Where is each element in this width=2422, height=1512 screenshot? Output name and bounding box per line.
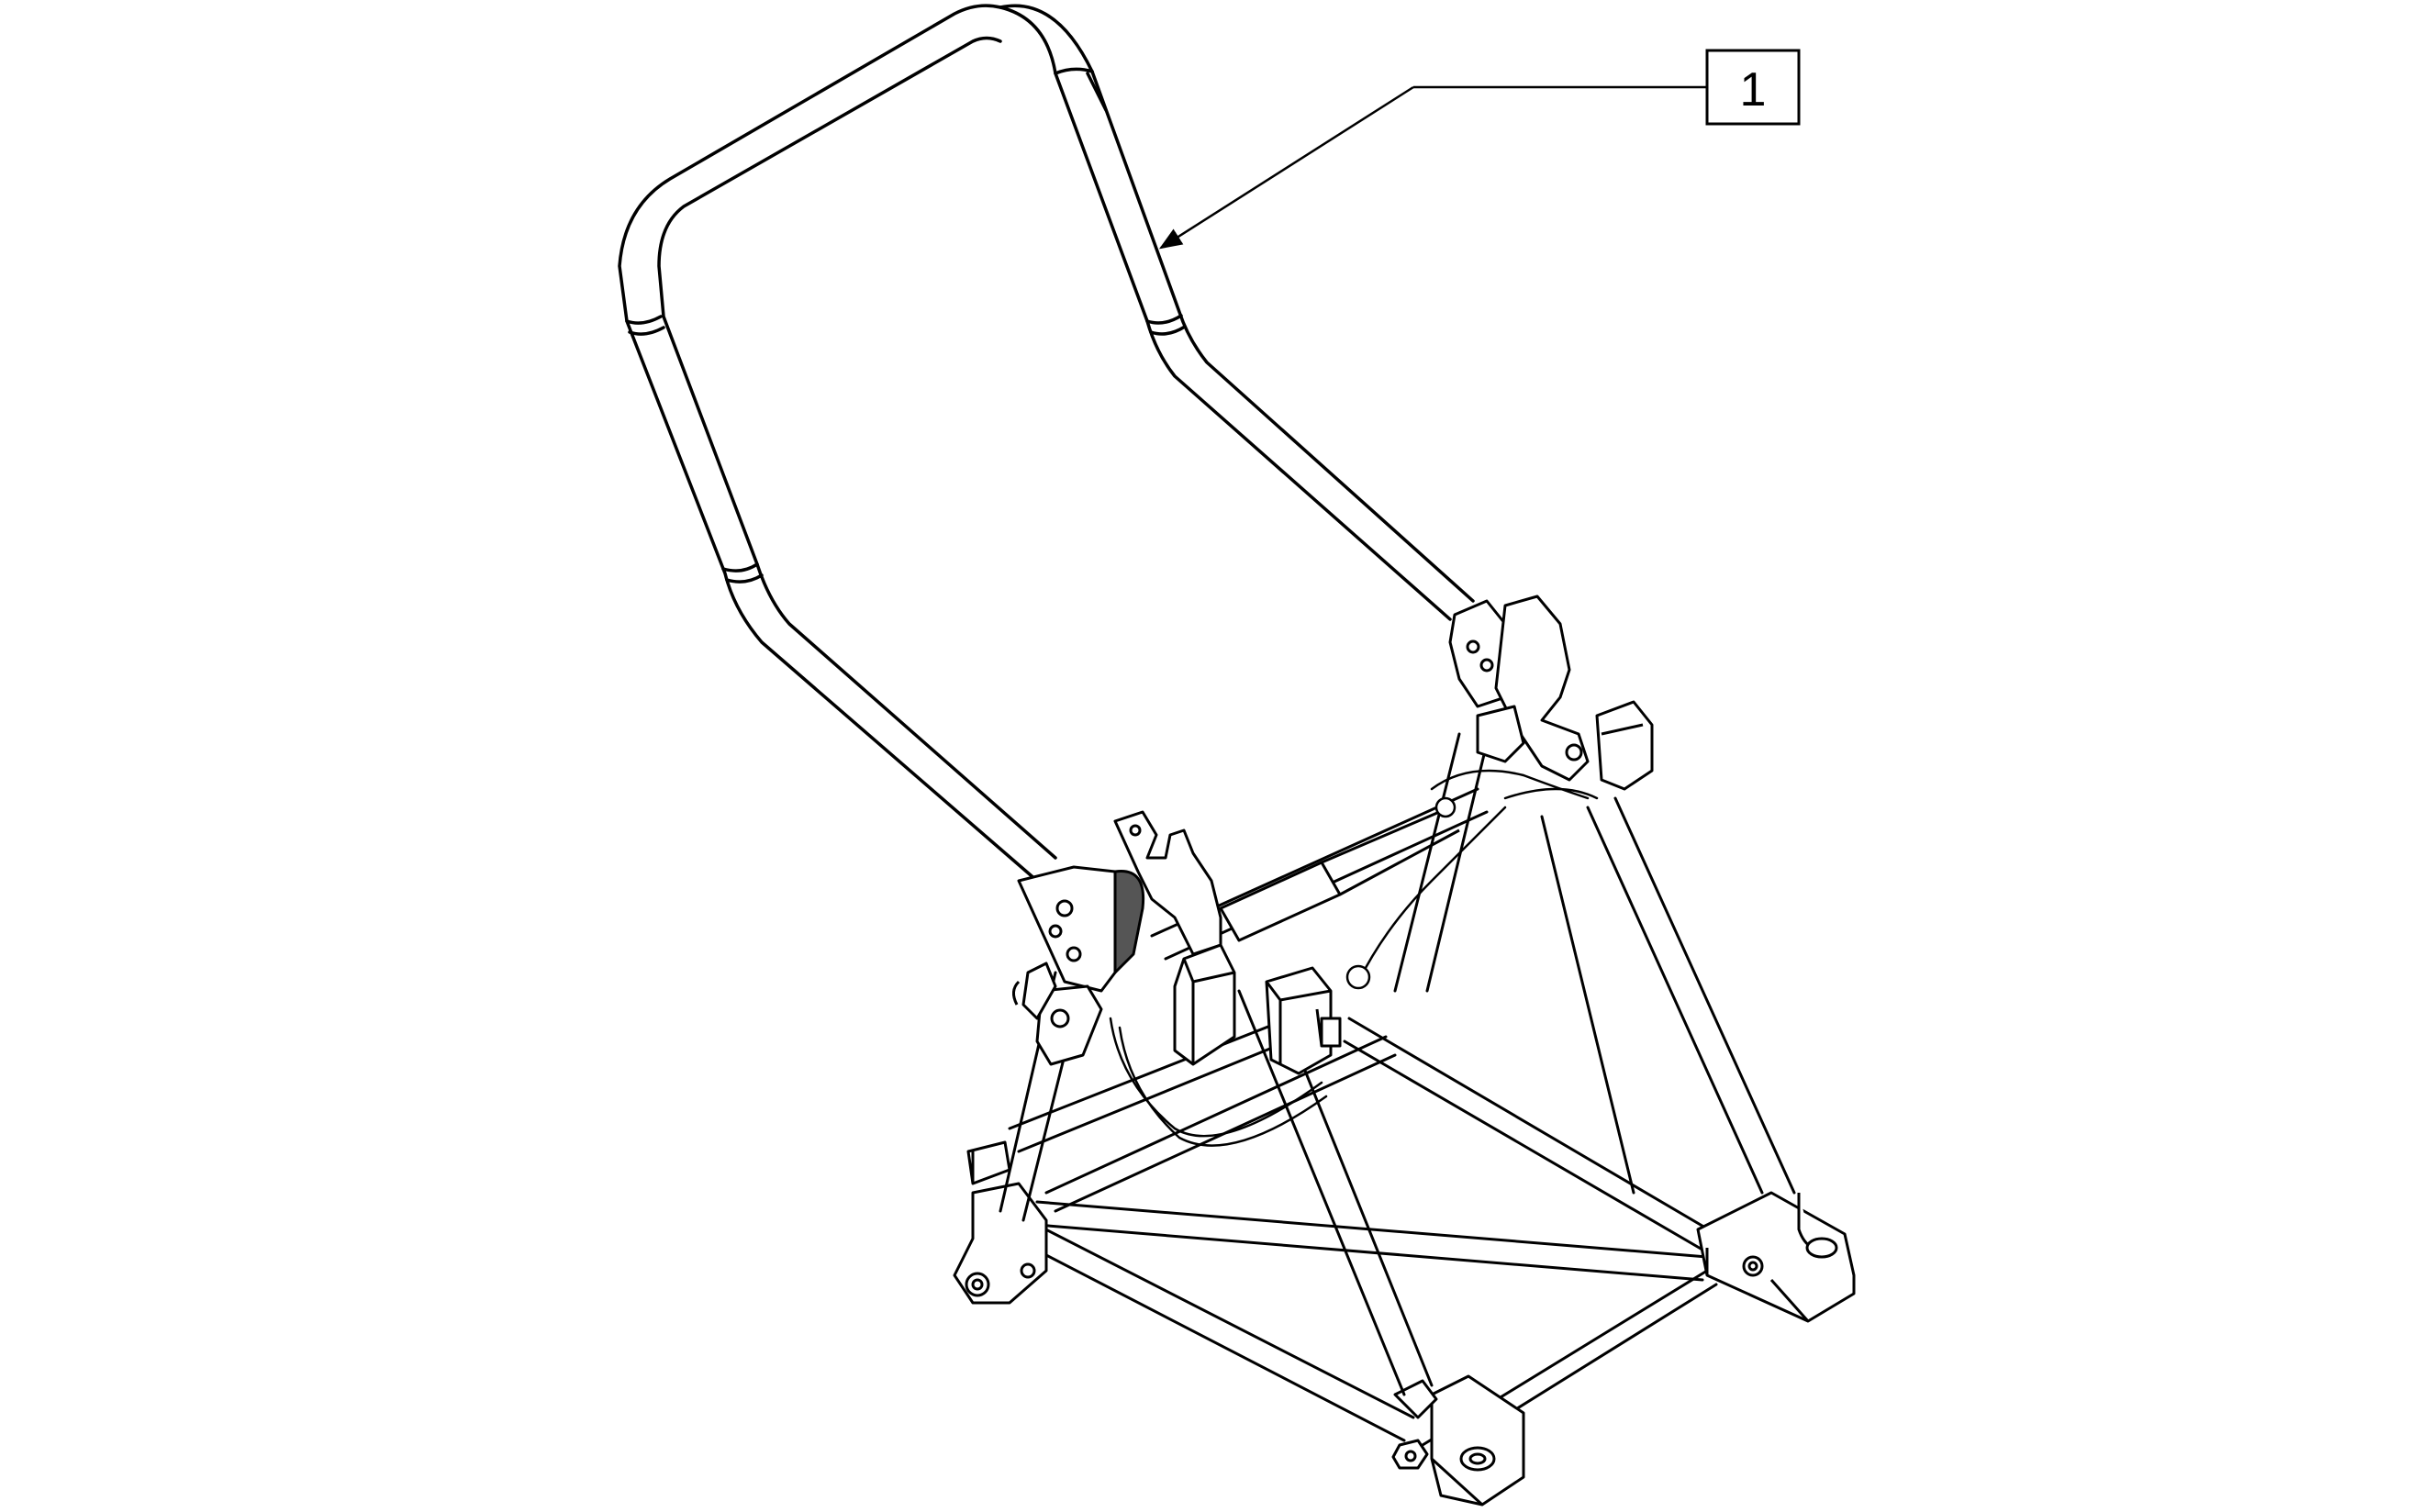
left-rear-bracket [953,1140,1048,1305]
base-frame [1008,1007,1718,1461]
center-clamp [1265,966,1342,1075]
release-cables [1109,769,1599,1147]
right-foot-block [1696,1191,1856,1323]
right-recline-mechanism [1448,595,1654,791]
left-recline-mechanism [1012,810,1236,1066]
front-diagonal-tube [1237,984,1434,1396]
back-frame-tube [618,4,1475,883]
right-rear-diagonal [1393,732,1489,993]
callout-box [1705,49,1801,126]
gas-spring [1219,806,1460,942]
callout-1: 1 [1158,49,1801,250]
front-foot-block [1391,1374,1525,1506]
leader-arrow [1158,85,1414,250]
right-upright-tube [1540,796,1796,1195]
callout-number: 1 [1740,63,1767,117]
